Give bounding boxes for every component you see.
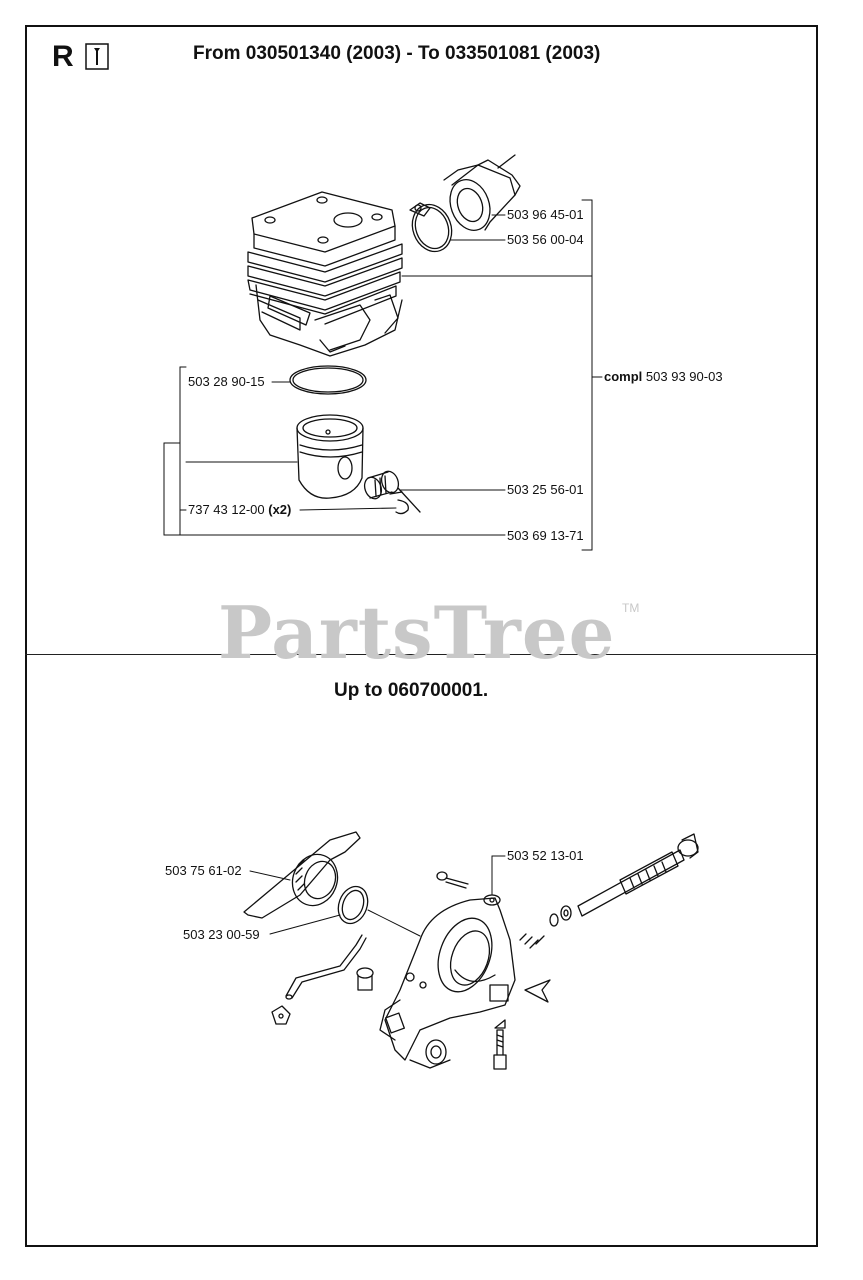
- label-needle-bearing: 503 25 56-01: [507, 482, 584, 497]
- intake-boot-part: [443, 154, 521, 231]
- wrench-icon: [85, 43, 109, 70]
- compl-number: 503 93 90-03: [645, 369, 723, 384]
- worm-gear-part: [243, 831, 361, 919]
- pump-plunger-part: [577, 833, 699, 917]
- section-divider: [25, 654, 818, 655]
- o-ring-part: [337, 885, 369, 925]
- oil-pump-part: [379, 894, 516, 1069]
- arrow-chevron: [524, 979, 551, 1003]
- piston-ring-part: [289, 365, 367, 395]
- circlip-part: [389, 491, 409, 515]
- top-section-title: From 030501340 (2003) - To 033501081 (20…: [193, 43, 601, 64]
- label-intake-boot: 503 96 45-01: [507, 207, 584, 222]
- circlip-number: 737 43 12-00: [188, 502, 265, 517]
- label-worm-gear: 503 75 61-02: [165, 863, 242, 878]
- label-oil-pump: 503 52 13-01: [507, 848, 584, 863]
- page-frame: [25, 25, 818, 1247]
- oil-pipe-part: [271, 934, 367, 1025]
- pump-screw-part: [436, 871, 469, 889]
- watermark-logo: PartsTree: [218, 590, 616, 675]
- label-o-ring: 503 23 00-59: [183, 927, 260, 942]
- trademark-mark: TM: [622, 601, 640, 615]
- hose-clamp-part: [409, 202, 453, 253]
- label-cylinder-assembly: compl 503 93 90-03: [604, 369, 723, 384]
- circlip-quantity: (x2): [268, 502, 292, 517]
- adjusting-screw-part: [493, 1019, 507, 1070]
- label-piston-kit: 503 69 13-71: [507, 528, 584, 543]
- label-piston-ring: 503 28 90-15: [188, 374, 265, 389]
- label-circlip: 737 43 12-00 (x2): [188, 502, 291, 517]
- section-letter: R: [52, 40, 74, 73]
- cylinder-part: [247, 191, 403, 357]
- top-leader-lines: [163, 199, 603, 551]
- compl-prefix: compl: [604, 369, 643, 384]
- valve-plug-part: [356, 967, 374, 991]
- bottom-leader-lines: [249, 855, 506, 937]
- label-hose-clamp: 503 56 00-04: [507, 232, 584, 247]
- spring-washer-parts: [519, 905, 572, 949]
- bottom-section-title: Up to 060700001.: [334, 680, 489, 701]
- piston-part: [296, 414, 364, 499]
